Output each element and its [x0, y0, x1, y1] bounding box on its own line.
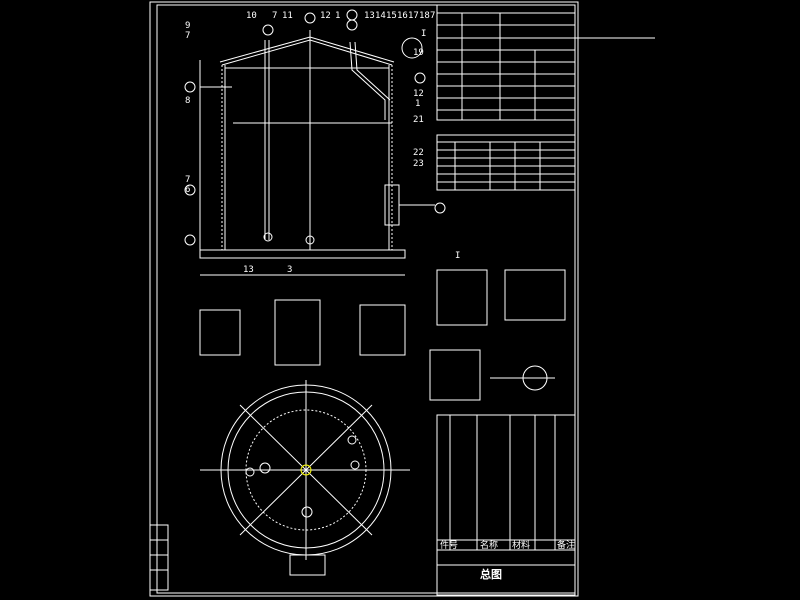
- tank-elevation-view: 10 7 11 12 1 13 14 15 16 17 18 7 9 7 8 1…: [184, 9, 446, 276]
- revision-block: [149, 524, 169, 591]
- callout-21: 21: [413, 115, 424, 125]
- callout-3: 3: [287, 265, 292, 275]
- callout-9: 9: [185, 21, 190, 31]
- col-name: 名称: [480, 539, 498, 551]
- callout-7c: 7: [185, 31, 190, 41]
- callout-7: 7: [272, 11, 277, 21]
- col-material: 材料: [512, 539, 530, 551]
- technical-spec-table: [436, 4, 655, 191]
- title-block-label: 总图: [480, 567, 502, 581]
- callout-I: I: [421, 29, 426, 39]
- drawing-frame: [149, 1, 579, 597]
- callout-8: 8: [185, 96, 190, 106]
- detail-views: I: [199, 251, 566, 401]
- col-remarks: 备注: [557, 539, 575, 551]
- detail-I-label: I: [455, 251, 460, 261]
- callout-1: 1: [335, 11, 340, 21]
- callout-1b: 1: [415, 99, 420, 109]
- callout-7b: 7: [430, 11, 435, 21]
- tank-plan-view: [200, 380, 410, 576]
- callout-7d: 7: [185, 175, 190, 185]
- callout-15: 15: [386, 11, 397, 21]
- parts-list-table: 件号 名称 材料 备注 总图: [436, 414, 576, 596]
- callout-23: 23: [413, 159, 424, 169]
- callout-13: 13: [364, 11, 375, 21]
- callout-10: 10: [246, 11, 257, 21]
- callout-16: 16: [397, 11, 408, 21]
- callout-17: 17: [408, 11, 419, 21]
- callout-11: 11: [282, 11, 293, 21]
- callout-12: 12: [320, 11, 331, 21]
- callout-14: 14: [375, 11, 386, 21]
- callout-19: 19: [413, 48, 424, 58]
- callout-18: 18: [419, 11, 430, 21]
- callout-22: 22: [413, 148, 424, 158]
- col-part-no: 件号: [440, 539, 458, 551]
- callout-6: 6: [185, 185, 190, 195]
- callout-12b: 12: [413, 89, 424, 99]
- callout-13b: 13: [243, 265, 254, 275]
